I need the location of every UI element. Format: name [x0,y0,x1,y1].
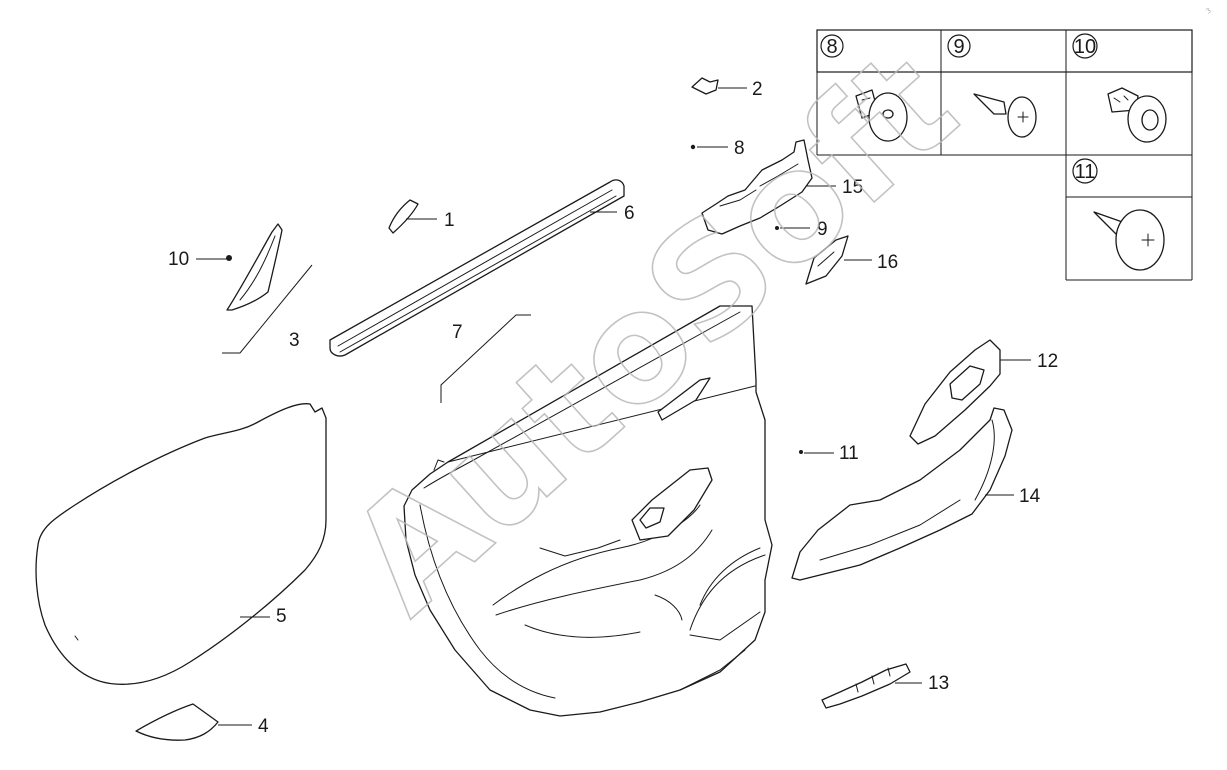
part-13-strip[interactable] [821,663,911,709]
callout-5: 5 [276,606,287,627]
legend-number-10: 10 [1074,36,1096,58]
part-10-fastener-icon[interactable] [226,255,232,261]
clip-10-icon [1107,87,1167,143]
part-2-bracket[interactable] [691,77,719,95]
screw-11-icon [1093,209,1165,271]
callout-9: 9 [817,219,828,240]
part-11-fastener-icon[interactable] [799,450,803,454]
part-7-door-trim-panel[interactable] [403,305,773,717]
callout-7: 7 [452,322,463,343]
screw-9-icon [973,93,1037,138]
part-4-patch[interactable] [135,703,219,741]
legend-number-9: 9 [953,36,964,58]
callout-13: 13 [928,673,949,694]
callout-11: 11 [839,443,859,464]
callout-16: 16 [877,252,898,273]
legend-number-8: 8 [826,36,837,58]
callout-14: 14 [1019,486,1041,507]
clip-8-icon [855,89,908,142]
part-1-clip[interactable] [388,199,419,234]
callout-3: 3 [289,330,300,351]
part-14-armrest[interactable] [791,407,1013,581]
callout-2: 2 [752,79,763,100]
callout-4: 4 [258,716,269,737]
corner-mark: 3 [1205,7,1213,16]
callout-8: 8 [734,138,745,159]
part-9-fastener-icon[interactable] [775,226,779,230]
callout-15: 15 [842,177,863,198]
callout-1: 1 [444,210,455,231]
part-5-insulation-panel[interactable] [35,403,327,685]
legend-number-11: 11 [1075,161,1096,183]
part-8-fastener-icon[interactable] [690,144,696,150]
callout-10: 10 [168,249,189,270]
callout-6: 6 [624,203,635,224]
part-16-cover[interactable] [805,235,849,285]
part-12-switch-bezel[interactable] [909,339,1001,445]
fastener-legend: 8 9 10 11 [816,29,1193,281]
part-15-handle-mechanism[interactable] [701,139,813,235]
part-3-corner-cover[interactable] [226,223,283,311]
part-6-weatherstrip[interactable] [329,179,625,357]
callout-12: 12 [1037,351,1058,372]
